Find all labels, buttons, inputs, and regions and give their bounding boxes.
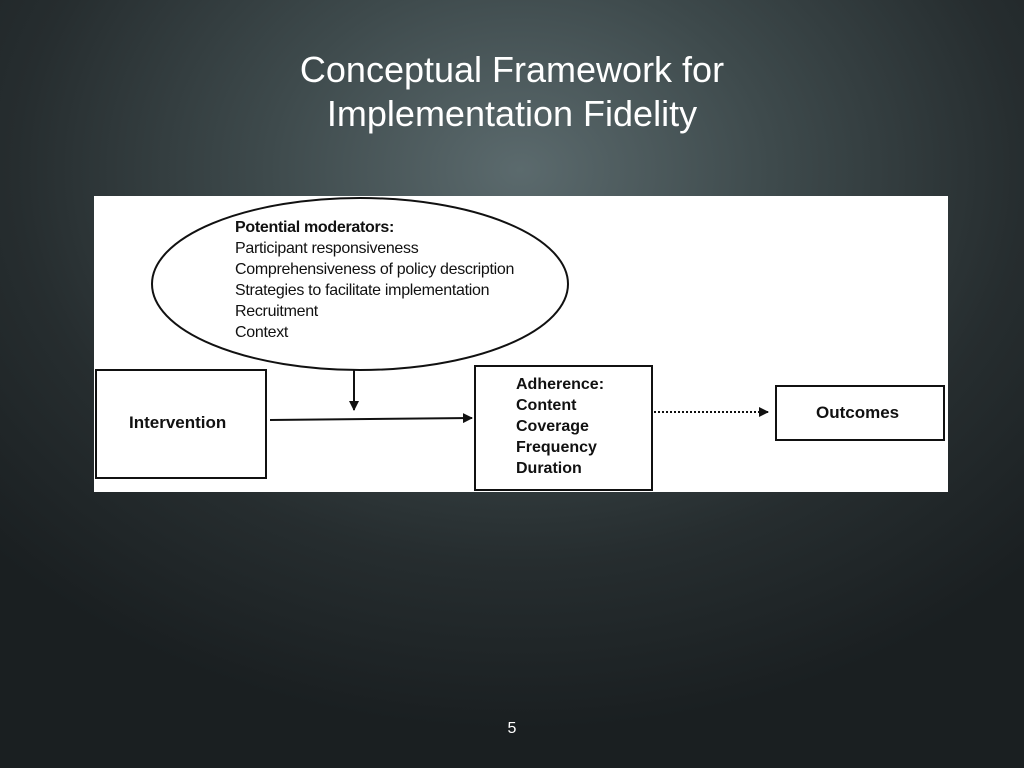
adherence-item: Coverage <box>516 418 589 435</box>
outcomes-box <box>775 385 945 441</box>
moderators-ellipse <box>151 197 569 371</box>
outcomes-label: Outcomes <box>816 403 900 422</box>
slide-title: Conceptual Framework for Implementation … <box>0 48 1024 136</box>
intervention-label: Intervention <box>129 413 227 432</box>
adherence-heading: Adherence: <box>516 376 605 393</box>
slide-title-line-2: Implementation Fidelity <box>326 93 698 134</box>
intervention-box <box>95 369 267 479</box>
slide-title-line-1: Conceptual Framework for <box>299 49 725 90</box>
moderator-item: Recruitment <box>235 303 318 320</box>
diagram-canvas <box>95 197 945 491</box>
moderators-text: Potential moderators: Participant respon… <box>235 217 575 343</box>
adherence-item: Duration <box>516 460 582 477</box>
adherence-box <box>474 365 653 491</box>
moderator-item: Comprehensiveness of policy description <box>235 261 515 278</box>
moderators-heading: Potential moderators: <box>235 219 395 236</box>
adherence-text: Adherence: Content Coverage Frequency Du… <box>516 374 656 479</box>
moderator-item: Context <box>235 324 289 341</box>
adherence-item: Frequency <box>516 439 597 456</box>
moderator-item: Strategies to facilitate implementation <box>235 282 490 299</box>
page-number: 5 <box>507 720 517 737</box>
intervention-to-adherence-arrow <box>269 413 473 424</box>
adherence-item: Content <box>516 397 577 414</box>
moderator-item: Participant responsiveness <box>235 240 419 257</box>
diagram-panel: Potential moderators: Participant respon… <box>94 196 948 492</box>
